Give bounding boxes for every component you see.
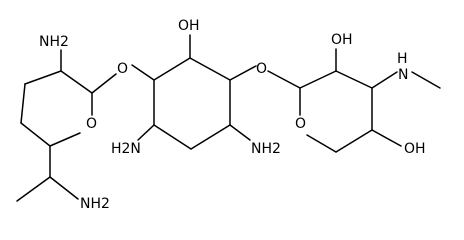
atom-label-hydroxyl: OH: [404, 141, 426, 157]
right-ring: [299, 70, 373, 153]
atom-label-ether-oxygen: O: [117, 61, 128, 77]
atom-label-hydroxyl: OH: [178, 18, 200, 34]
bond: [20, 122, 51, 147]
bond: [190, 124, 231, 150]
bond: [335, 129, 373, 153]
bond: [411, 71, 441, 89]
bond: [306, 134, 337, 153]
bond: [16, 176, 51, 202]
bond: [189, 57, 231, 81]
bond: [153, 124, 192, 150]
bond: [49, 176, 79, 200]
left-ring: [20, 70, 93, 147]
atom-label-ring-oxygen: O: [295, 116, 306, 132]
bond: [20, 83, 26, 124]
atom-label-methylamine-n: N: [398, 67, 408, 83]
atom-label-amine: NH2: [80, 196, 110, 212]
bond: [371, 71, 398, 89]
atom-label-methylamine-h: H: [397, 51, 408, 67]
bond: [131, 64, 155, 81]
bond: [91, 73, 117, 94]
bond: [299, 70, 337, 89]
bond: [153, 57, 191, 81]
atom-label-amine: NH2: [39, 34, 69, 50]
atom-label-hydroxyl: OH: [331, 32, 353, 48]
bond: [229, 65, 257, 81]
atom-label-amine: NH2: [251, 141, 281, 157]
bond: [371, 129, 402, 147]
atom-label-ring-oxygen: O: [86, 116, 97, 132]
atom-label-ether-oxygen: O: [256, 61, 267, 77]
bond: [229, 124, 251, 141]
bond: [267, 70, 301, 89]
bond: [137, 124, 155, 141]
atom-label-amine: H2N: [111, 141, 141, 157]
bond: [60, 70, 93, 94]
bond: [335, 70, 373, 89]
central-ring: [153, 57, 231, 150]
bond: [49, 132, 81, 147]
bond: [24, 70, 62, 85]
chemical-structure: NH2 O NH2 O OH O H2N NH2 OH N H O OH: [16, 18, 441, 212]
